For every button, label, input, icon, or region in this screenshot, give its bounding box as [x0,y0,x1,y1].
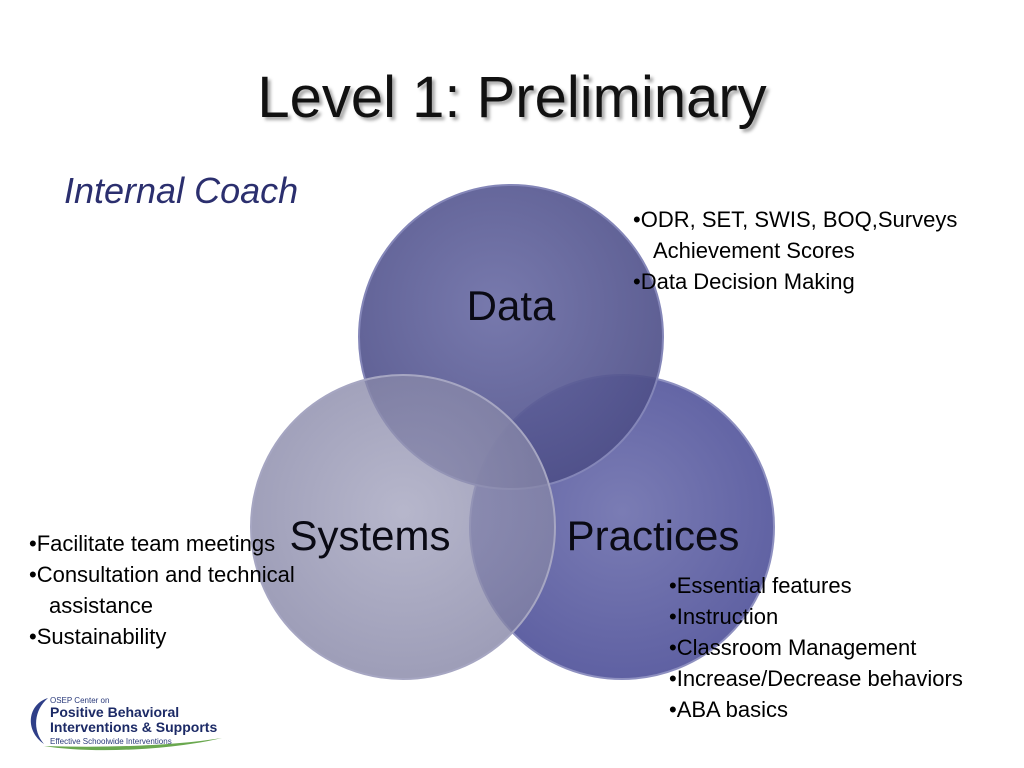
list-item: •Classroom Management [669,635,917,660]
slide-subtitle: Internal Coach [64,170,299,211]
systems-notes: •Facilitate team meetings •Consultation … [29,528,295,652]
list-item: Achievement Scores [653,238,855,263]
data-notes: •ODR, SET, SWIS, BOQ,Surveys Achievement… [633,204,957,297]
circle-label-systems: Systems [289,512,450,559]
list-item: •Consultation and technical [29,562,295,587]
logo-swoosh-icon [30,698,222,751]
logo-small-text: OSEP Center on [50,696,110,705]
circle-label-data: Data [467,282,556,329]
list-item: •ABA basics [669,697,788,722]
circle-label-practices: Practices [567,512,740,559]
list-item: •Facilitate team meetings [29,531,276,556]
list-item: •Sustainability [29,624,167,649]
logo-name: Positive Behavioral Interventions & Supp… [50,705,217,735]
logo-tagline: Effective Schoolwide Interventions [50,737,172,746]
list-item: •Data Decision Making [633,269,855,294]
slide-title: Level 1: Preliminary [257,65,767,130]
list-item: •Increase/Decrease behaviors [669,666,963,691]
logo-line-1: Positive Behavioral [50,704,180,720]
logo-line-2: Interventions & Supports [50,719,218,735]
circle-systems [250,374,556,680]
list-item: assistance [49,593,153,618]
pbis-logo: OSEP Center on Positive Behavioral Inter… [22,690,228,752]
list-item: •Essential features [669,573,852,598]
practices-notes: •Essential features •Instruction •Classr… [669,570,963,725]
list-item: •Instruction [669,604,779,629]
list-item: •ODR, SET, SWIS, BOQ,Surveys [633,207,958,232]
